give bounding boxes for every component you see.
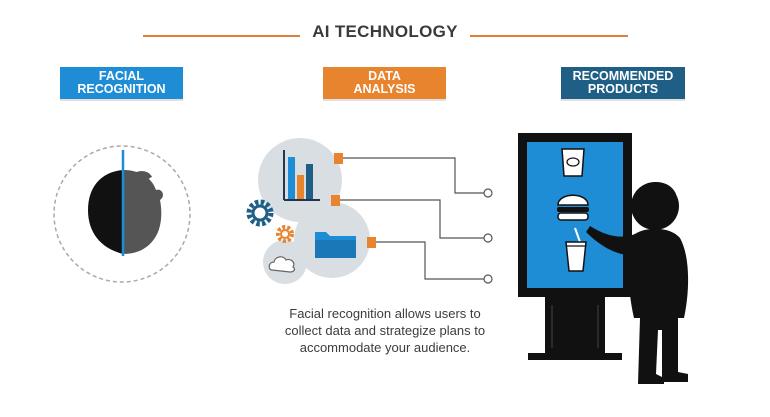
- recommended-products-label: RECOMMENDED PRODUCTS: [561, 67, 685, 99]
- person-silhouette-icon: [586, 182, 689, 384]
- chips-bag-icon: [561, 148, 585, 177]
- face-silhouette-icon: [53, 145, 191, 283]
- caption: Facial recognition allows users to colle…: [284, 306, 486, 355]
- bar-chart-icon: [283, 150, 320, 201]
- cloud-icon: [268, 256, 296, 273]
- burger-icon: [557, 194, 589, 221]
- title-rule-left: [143, 35, 300, 37]
- title-rule-right: [470, 35, 628, 37]
- facial-recognition-label: FACIAL RECOGNITION: [60, 67, 183, 99]
- gear-icon: [246, 199, 294, 243]
- kiosk-icon: [518, 133, 632, 360]
- data-analysis-label: DATA ANALYSIS: [323, 67, 446, 99]
- data-analysis-graphic: [246, 138, 493, 284]
- folder-icon: [315, 232, 356, 258]
- drink-cup-icon: [565, 227, 587, 272]
- page-title: AI TECHNOLOGY: [312, 22, 458, 41]
